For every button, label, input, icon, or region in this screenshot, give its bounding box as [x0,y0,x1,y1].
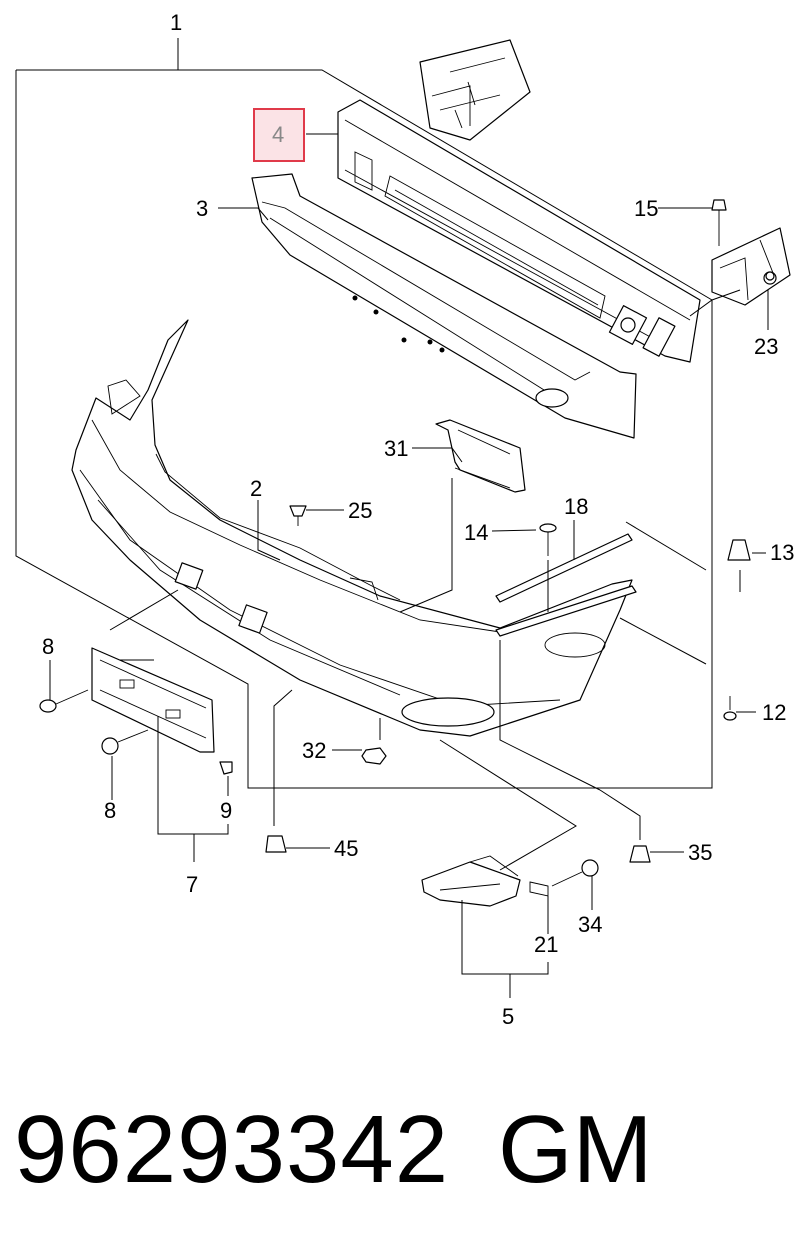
leader-lines [49,133,769,998]
callout-35: 35 [688,840,712,865]
callout-45: 45 [334,836,358,861]
energy-absorber [251,173,637,439]
callout-9: 9 [220,798,232,823]
fog-lamp-assembly [421,855,549,907]
callout-15: 15 [634,196,658,221]
frame-rail-right [711,227,791,306]
brand-name: GM [498,1096,653,1203]
fasteners [39,199,775,887]
bumper-fascia [71,319,633,737]
highlight-box-4 [253,108,305,162]
callout-1: 1 [170,10,182,35]
callout-labels: 1 2 3 4 5 7 8 8 9 12 13 14 15 18 21 23 2… [42,10,794,1029]
assembly-bracket-1 [15,38,713,789]
callout-3: 3 [196,196,208,221]
callout-4: 4 [272,122,284,147]
callout-7: 7 [186,872,198,897]
callout-21: 21 [534,932,558,957]
callout-34: 34 [578,912,602,937]
callout-32: 32 [302,738,326,763]
callout-25: 25 [348,498,372,523]
callout-5: 5 [502,1004,514,1029]
callout-23: 23 [754,334,778,359]
bracket-31 [435,419,526,493]
callout-14: 14 [464,520,488,545]
part-number: 96293342 [14,1096,450,1203]
callout-12: 12 [762,700,786,725]
callout-2: 2 [250,476,262,501]
exploded-parts-diagram: 1 2 3 4 5 7 8 8 9 12 13 14 15 18 21 23 2… [15,10,794,1029]
callout-18: 18 [564,494,588,519]
callout-8a: 8 [42,634,54,659]
callout-31: 31 [384,436,408,461]
callout-8b: 8 [104,798,116,823]
callout-13: 13 [770,540,794,565]
license-plate-bracket [91,647,215,753]
reinforcement-beam [337,99,701,363]
frame-rail-top [419,39,531,141]
footer: 96293342 GM [0,1080,812,1220]
side-strip-18 [495,533,637,637]
